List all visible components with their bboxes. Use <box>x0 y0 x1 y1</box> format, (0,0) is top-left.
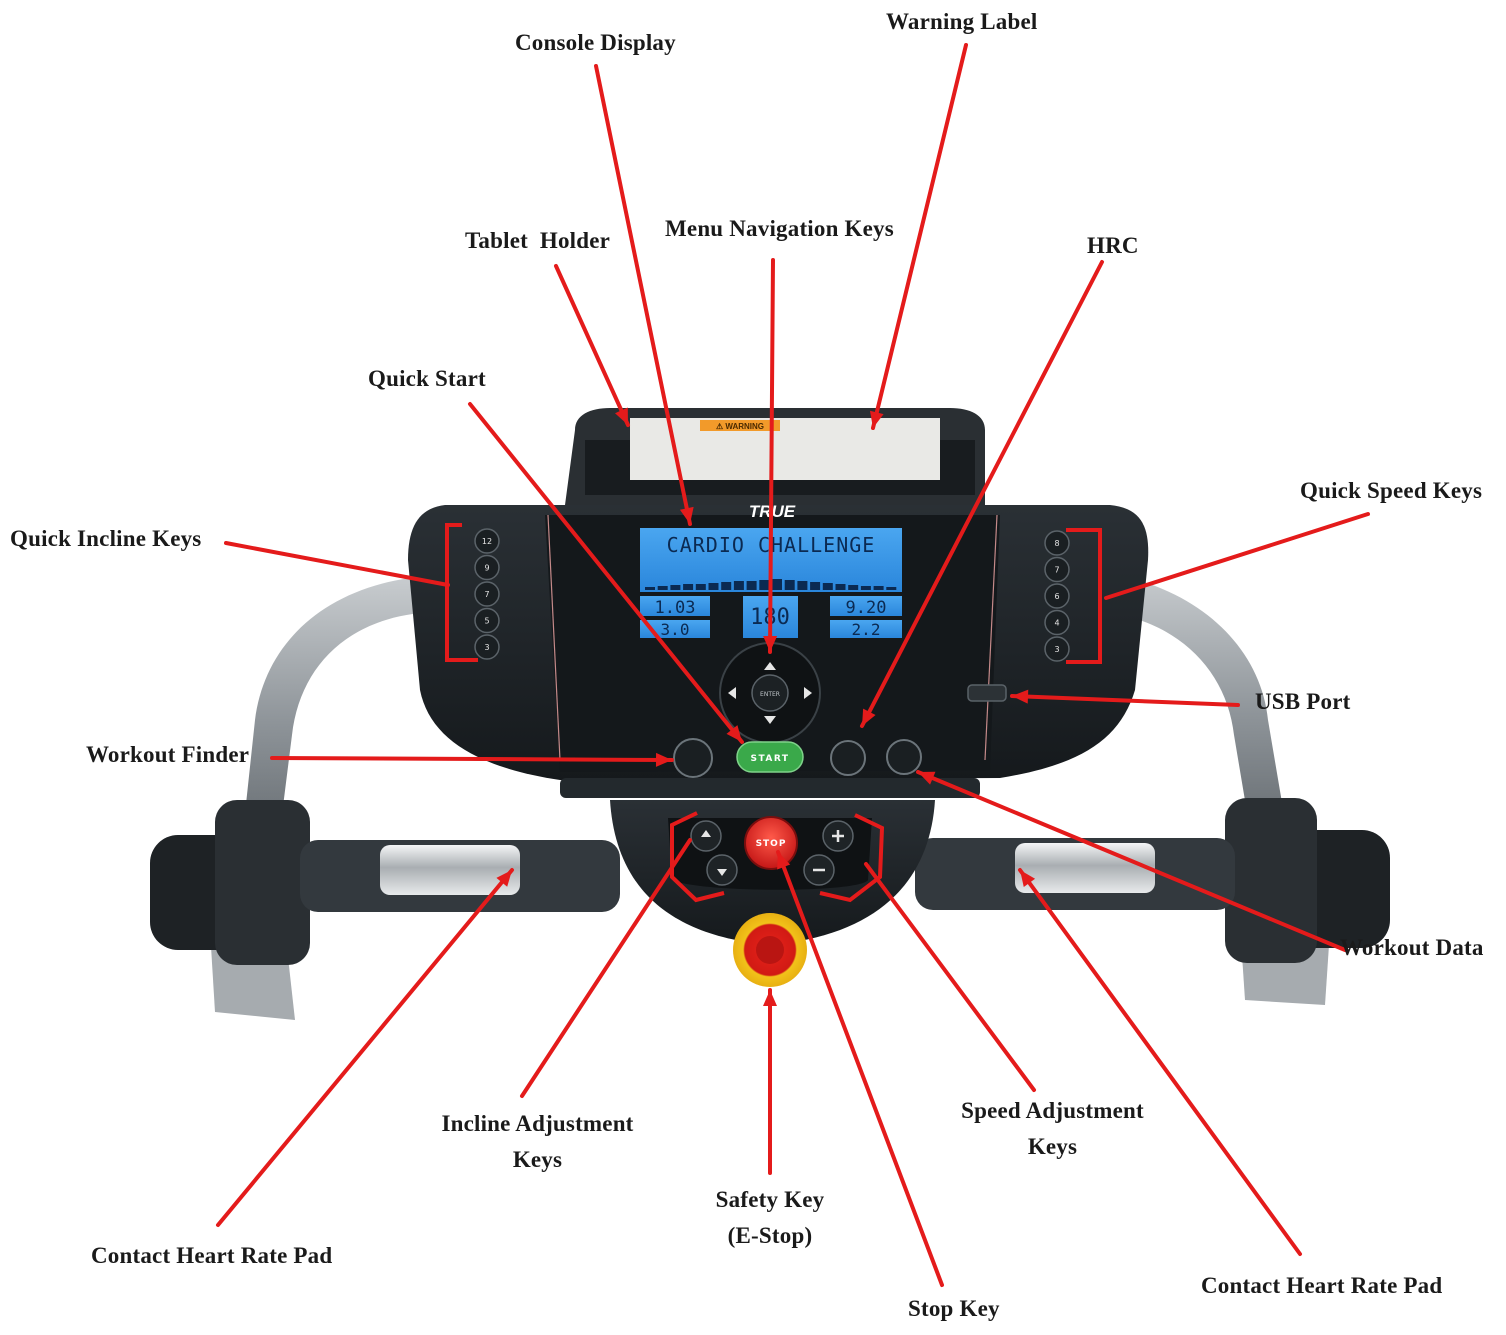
safety-key-center <box>756 936 784 964</box>
label-workout-finder: Workout Finder <box>86 742 249 768</box>
lcd-profile-bar <box>645 587 655 590</box>
arrow-workout-finder <box>272 758 672 760</box>
lcd-profile-bar <box>696 584 706 590</box>
quick-speed-key-label: 4 <box>1054 619 1059 628</box>
lcd-profile-bar <box>759 580 769 590</box>
start-key-label: START <box>750 754 789 764</box>
right-heart-rate-grip <box>1015 843 1155 893</box>
quick-speed-key-label: 3 <box>1054 645 1059 654</box>
lcd-profile-bar <box>810 582 820 590</box>
lcd-profile-bar <box>836 584 846 590</box>
quick-incline-key-label: 7 <box>484 590 489 599</box>
lcd-profile-bar <box>785 580 795 590</box>
lcd-profile-bar <box>683 584 693 590</box>
label-speed-adjustment-keys-line1: Speed Adjustment <box>945 1093 1160 1129</box>
label-safety-key-line1: Safety Key <box>690 1182 850 1218</box>
arrow-safety-key-head <box>763 990 777 1006</box>
lcd-profile-bar <box>874 586 884 590</box>
console-front-lip <box>560 778 980 798</box>
quick-incline-key-label: 9 <box>484 564 489 573</box>
lcd-profile-bar <box>886 587 896 590</box>
label-menu-navigation-keys: Menu Navigation Keys <box>665 216 894 242</box>
lcd-profile-bar <box>848 585 858 590</box>
usb-port <box>968 685 1006 701</box>
workout-data-key <box>887 740 921 774</box>
label-workout-data: Workout Data <box>1340 935 1484 961</box>
arrow-tablet-holder <box>556 266 628 425</box>
lcd-profile-bar <box>772 579 782 590</box>
label-usb-port: USB Port <box>1255 689 1351 715</box>
lcd-profile-bar <box>670 585 680 590</box>
label-stop-key: Stop Key <box>908 1296 1000 1322</box>
quick-incline-key-label: 3 <box>484 643 489 652</box>
label-speed-adjustment-keys: Speed Adjustment Keys <box>945 1093 1160 1165</box>
quick-incline-key-label: 5 <box>484 617 489 626</box>
label-incline-adjustment-keys-line1: Incline Adjustment <box>420 1106 655 1142</box>
label-incline-adjustment-keys: Incline Adjustment Keys <box>420 1106 655 1178</box>
left-handle-end-block <box>215 800 310 965</box>
lcd-incline-value: 3.0 <box>661 620 690 639</box>
quick-speed-keys-group: 8 7 6 4 3 <box>1045 531 1069 661</box>
lcd-speed-value: 2.2 <box>852 620 881 639</box>
label-quick-speed-keys: Quick Speed Keys <box>1300 478 1482 504</box>
label-warning-label: Warning Label <box>886 9 1038 35</box>
lcd-time-value: 9.20 <box>846 598 887 618</box>
label-console-display: Console Display <box>515 30 676 56</box>
lcd-distance-value: 1.03 <box>655 598 696 618</box>
lcd-profile-bar <box>709 583 719 590</box>
warning-header-text: ⚠ WARNING <box>716 422 764 431</box>
lcd-profile-bar <box>823 583 833 590</box>
lcd-profile-bar <box>734 581 744 590</box>
lcd-profile-bar <box>861 586 871 590</box>
lcd-profile-bar <box>658 586 668 590</box>
stop-key-label: STOP <box>756 839 787 849</box>
label-tablet-holder: Tablet Holder <box>465 228 610 254</box>
label-quick-incline-keys: Quick Incline Keys <box>10 526 201 552</box>
quick-speed-key-label: 8 <box>1054 539 1059 548</box>
workout-finder-key <box>674 739 712 777</box>
right-handle-end-block <box>1225 798 1317 963</box>
hrc-key <box>831 741 865 775</box>
lcd-profile-bar <box>747 581 757 590</box>
label-contact-heart-rate-pad-right: Contact Heart Rate Pad <box>1201 1273 1442 1299</box>
quick-incline-key-label: 12 <box>482 537 492 546</box>
label-safety-key: Safety Key (E-Stop) <box>690 1182 850 1254</box>
label-incline-adjustment-keys-line2: Keys <box>420 1142 655 1178</box>
quick-speed-key-label: 6 <box>1054 592 1059 601</box>
enter-key-label: ENTER <box>760 691 780 698</box>
quick-speed-key-label: 7 <box>1054 566 1059 575</box>
lcd-profile-bar <box>797 581 807 590</box>
label-contact-heart-rate-pad-left: Contact Heart Rate Pad <box>91 1243 332 1269</box>
label-safety-key-line2: (E-Stop) <box>690 1218 850 1254</box>
quick-incline-keys-group: 12 9 7 5 3 <box>475 529 499 659</box>
label-speed-adjustment-keys-line2: Keys <box>945 1129 1160 1165</box>
label-hrc: HRC <box>1087 233 1139 259</box>
label-quick-start: Quick Start <box>368 366 486 392</box>
lcd-profile-bar <box>721 582 731 590</box>
